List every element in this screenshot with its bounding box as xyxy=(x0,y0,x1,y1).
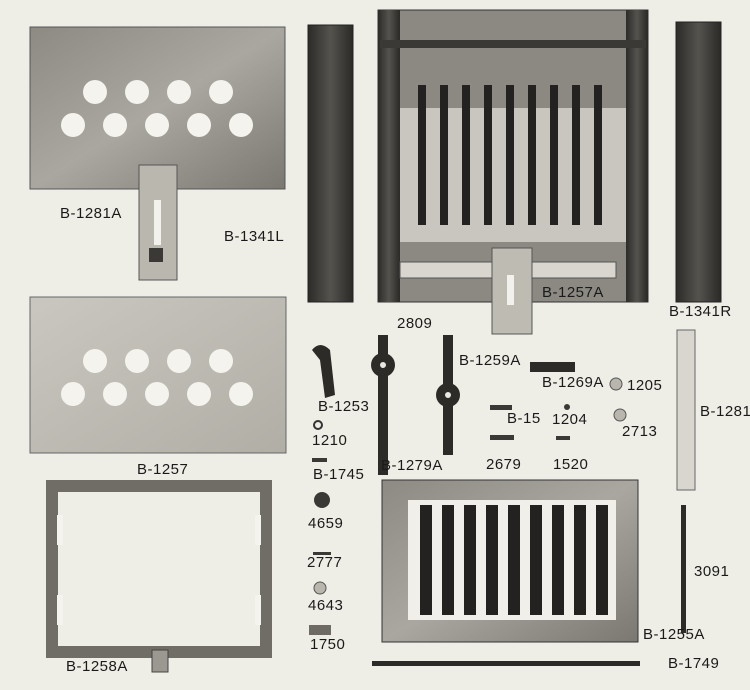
label-b1279a: B-1279A xyxy=(381,457,443,474)
label-b1253: B-1253 xyxy=(318,398,370,415)
label-b1281a: B-1281A xyxy=(60,205,122,222)
assembly-b1257a xyxy=(377,9,649,335)
small-hardware xyxy=(309,377,627,635)
part-b1279a xyxy=(371,335,395,475)
bar-b1341r xyxy=(675,21,722,303)
label-b1749: B-1749 xyxy=(668,655,720,672)
label-b1341l: B-1341L xyxy=(224,228,285,245)
label-2777: 2777 xyxy=(307,554,343,571)
assembly-b1255a xyxy=(381,479,639,643)
label-1210: 1210 xyxy=(312,432,348,449)
label-b1745: B-1745 xyxy=(313,466,365,483)
plate-b1281a xyxy=(29,26,286,281)
part-b1269a xyxy=(530,362,575,372)
label-b15: B-15 xyxy=(507,410,541,427)
label-1205: 1205 xyxy=(627,377,663,394)
label-b1341r: B-1341R xyxy=(669,303,732,320)
label-b1257a: B-1257A xyxy=(542,284,604,301)
strip-b1281 xyxy=(676,329,696,491)
label-3091: 3091 xyxy=(694,563,730,580)
spring-3091 xyxy=(681,505,686,633)
label-b1255a: B-1255A xyxy=(643,626,705,643)
label-4659: 4659 xyxy=(308,515,344,532)
label-b1259a: B-1259A xyxy=(459,352,521,369)
plate-b1257 xyxy=(29,296,287,454)
label-b1269a: B-1269A xyxy=(542,374,604,391)
label-4643: 4643 xyxy=(308,597,344,614)
label-1750: 1750 xyxy=(310,636,346,653)
part-b1259a xyxy=(436,335,460,455)
label-b1257: B-1257 xyxy=(137,461,189,478)
label-2809: 2809 xyxy=(397,315,433,332)
label-b1258a: B-1258A xyxy=(66,658,128,675)
label-2713: 2713 xyxy=(622,423,658,440)
frame-b1258a xyxy=(46,480,272,673)
label-1204: 1204 xyxy=(552,411,588,428)
label-1520: 1520 xyxy=(553,456,589,473)
label-b1281: B-1281 xyxy=(700,403,750,420)
rod-b1749 xyxy=(372,661,640,666)
label-2679: 2679 xyxy=(486,456,522,473)
bar-b1341l xyxy=(307,24,354,303)
part-b1253 xyxy=(312,345,335,398)
